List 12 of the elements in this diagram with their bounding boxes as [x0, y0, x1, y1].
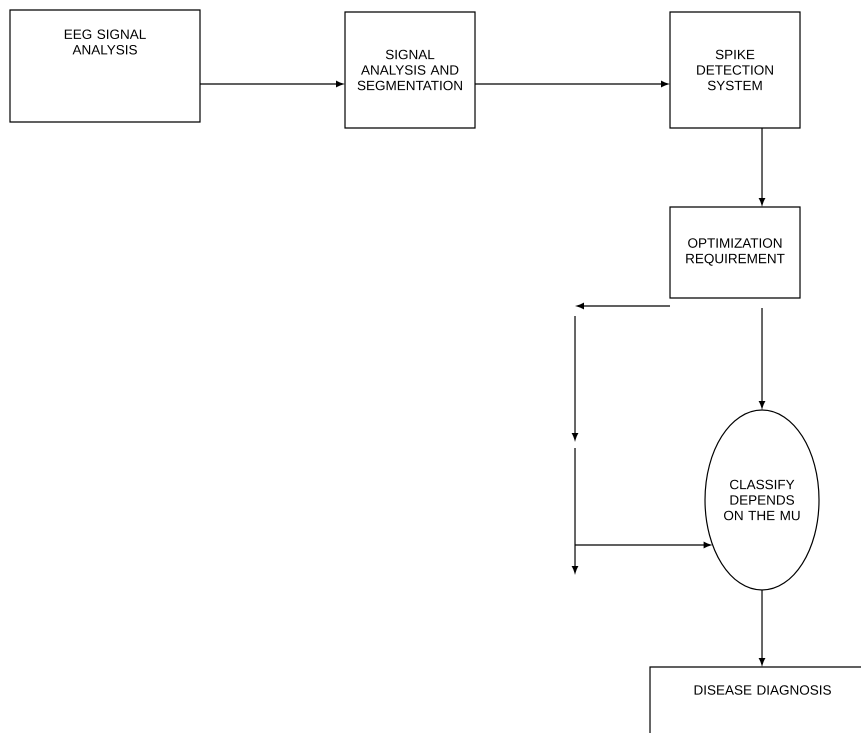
arrow — [575, 542, 711, 548]
arrow — [475, 80, 668, 88]
arrow — [200, 80, 344, 88]
arrow — [758, 308, 766, 408]
process-box: DISEASE DIAGNOSIS — [649, 666, 861, 733]
arrow — [758, 590, 766, 666]
process-box: OPTIMIZATION REQUIREMENT — [669, 206, 801, 299]
process-box: SPIKE DETECTION SYSTEM — [669, 11, 801, 129]
arrow — [758, 128, 766, 206]
process-box: SIGNAL ANALYSIS AND SEGMENTATION — [344, 11, 476, 129]
arrow — [576, 302, 670, 310]
process-box: EEG SIGNAL ANALYSIS — [9, 9, 201, 123]
